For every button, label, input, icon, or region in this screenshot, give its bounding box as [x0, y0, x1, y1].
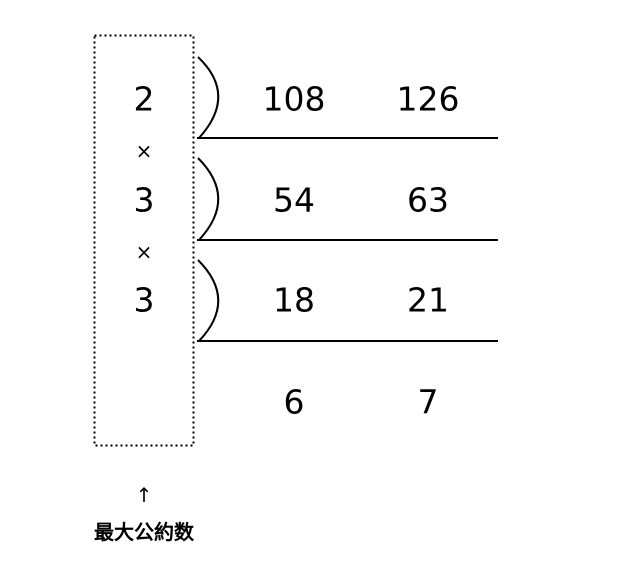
division-bracket-1 [197, 56, 220, 139]
up-arrow-icon: ↑ [136, 483, 153, 507]
divisor-3: 3 [134, 281, 155, 320]
row-3-left: 18 [273, 281, 315, 320]
row-4-left: 6 [284, 383, 305, 422]
row-1-right: 126 [397, 80, 460, 119]
gcd-caption: 最大公約数 [94, 520, 195, 544]
divisor-1: 2 [134, 80, 155, 119]
row-2-left: 54 [273, 181, 315, 220]
row-4-right: 7 [418, 383, 439, 422]
division-bracket-2 [197, 157, 220, 241]
divisor-2: 3 [134, 181, 155, 220]
row-3-right: 21 [407, 281, 449, 320]
row-1-left: 108 [263, 80, 326, 119]
row-2-right: 63 [407, 181, 449, 220]
times-sign-2: × [136, 240, 153, 264]
times-sign-1: × [136, 139, 153, 163]
division-bracket-3 [197, 259, 220, 342]
